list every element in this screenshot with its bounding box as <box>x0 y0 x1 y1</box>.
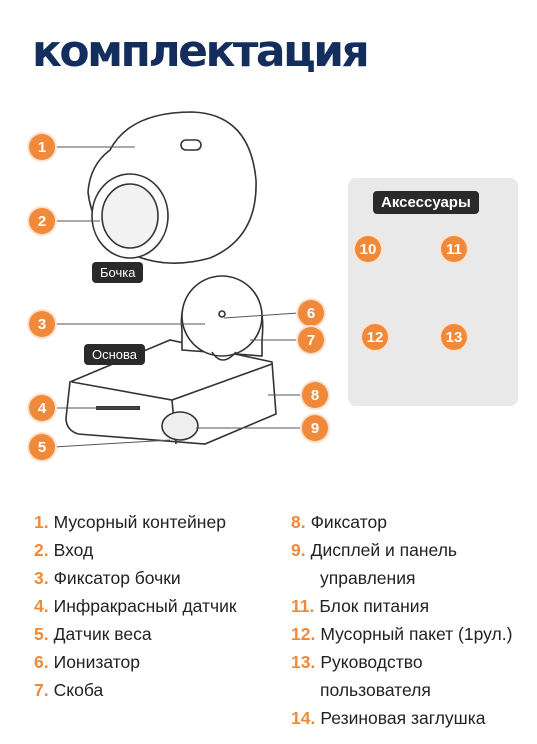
marker-8: 8 <box>302 382 328 408</box>
legend-num: 13. <box>291 652 316 672</box>
legend-item-cont: управления <box>320 568 416 588</box>
legend-item: 5.Датчик веса <box>34 620 237 648</box>
legend-text: Дисплей и панель <box>310 540 458 560</box>
marker-5: 5 <box>29 434 55 460</box>
legend-text: Вход <box>53 540 94 560</box>
legend-text: Мусорный пакет (1рул.) <box>320 624 513 644</box>
legend-text: Резиновая заглушка <box>320 708 486 728</box>
legend-num: 12. <box>291 624 316 644</box>
legend-item: 13.Руководство <box>291 648 512 676</box>
barrel-tag: Бочка <box>92 262 144 283</box>
legend-item: 8.Фиксатор <box>291 508 512 536</box>
marker-9: 9 <box>302 415 328 441</box>
legend-text: Скоба <box>53 680 104 700</box>
legend-num: 3. <box>34 568 49 588</box>
legend-item-cont: пользователя <box>320 680 431 700</box>
leader-lines <box>53 146 302 448</box>
marker-13: 13 <box>441 324 467 350</box>
legend-num: 14. <box>291 708 316 728</box>
legend-num: 4. <box>34 596 49 616</box>
barrel-illustration <box>87 111 257 264</box>
marker-6: 6 <box>298 300 324 326</box>
legend-left: 1.Мусорный контейнер 2.Вход 3.Фиксатор б… <box>34 508 237 704</box>
marker-1: 1 <box>29 134 55 160</box>
legend-num: 8. <box>291 512 306 532</box>
legend-item: 7.Скоба <box>34 676 237 704</box>
legend-num: 9. <box>291 540 306 560</box>
legend-text: Фиксатор <box>310 512 387 532</box>
marker-10: 10 <box>355 236 381 262</box>
legend-item: 1.Мусорный контейнер <box>34 508 237 536</box>
page-title: комплектация <box>32 26 370 77</box>
base-tag: Основа <box>84 344 146 365</box>
legend-item: 12.Мусорный пакет (1рул.) <box>291 620 512 648</box>
accessories-title: Аксессуары <box>373 191 479 214</box>
legend-item: 14.Резиновая заглушка <box>291 704 512 732</box>
legend-item: 3.Фиксатор бочки <box>34 564 237 592</box>
legend-num: 1. <box>34 512 49 532</box>
legend-item: 2.Вход <box>34 536 237 564</box>
base-illustration <box>65 275 277 445</box>
legend-text: Ионизатор <box>53 652 141 672</box>
legend-item: 11.Блок питания <box>291 592 512 620</box>
marker-3: 3 <box>29 311 55 337</box>
legend-num: 11. <box>291 596 315 616</box>
legend-item: 4.Инфракрасный датчик <box>34 592 237 620</box>
legend-text: Фиксатор бочки <box>53 568 181 588</box>
legend-text: Руководство <box>320 652 423 672</box>
legend-item: 6.Ионизатор <box>34 648 237 676</box>
legend-text: Датчик веса <box>53 624 152 644</box>
marker-7: 7 <box>298 327 324 353</box>
legend-right: 8.Фиксатор 9.Дисплей и панель управления… <box>291 508 512 732</box>
legend-num: 6. <box>34 652 49 672</box>
legend-num: 7. <box>34 680 49 700</box>
marker-12: 12 <box>362 324 388 350</box>
accessories-panel <box>348 178 518 406</box>
legend-num: 5. <box>34 624 49 644</box>
marker-2: 2 <box>29 208 55 234</box>
legend-text: Блок питания <box>319 596 430 616</box>
legend-item: 9.Дисплей и панель <box>291 536 512 564</box>
marker-4: 4 <box>29 395 55 421</box>
marker-11: 11 <box>441 236 467 262</box>
legend-num: 2. <box>34 540 49 560</box>
legend-text: Инфракрасный датчик <box>53 596 237 616</box>
legend-text: Мусорный контейнер <box>53 512 226 532</box>
